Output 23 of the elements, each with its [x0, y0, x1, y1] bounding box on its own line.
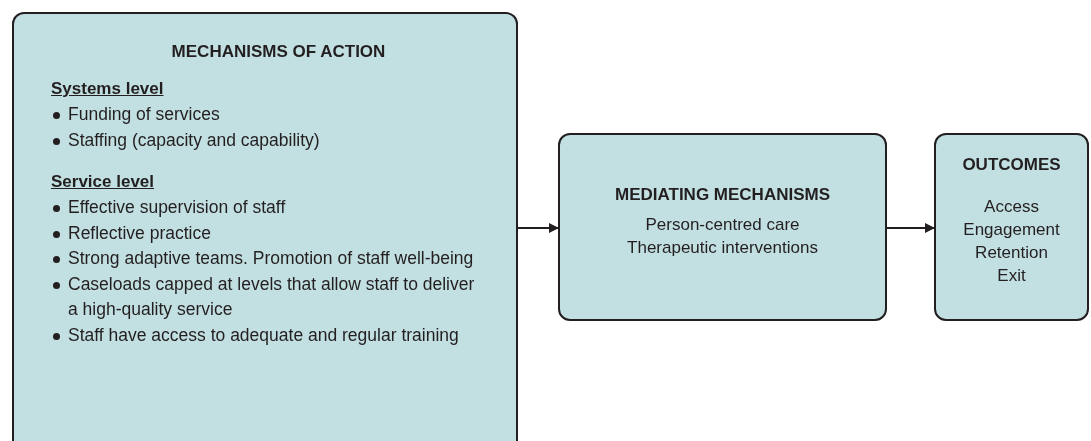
process-box: [12, 12, 518, 441]
box-heading: MECHANISMS OF ACTION: [170, 42, 387, 62]
arrow: [517, 223, 559, 233]
bullet-item: Strong adaptive teams. Promotion of staff well-being: [51, 246, 506, 272]
item-text: Therapeutic interventions: [627, 237, 818, 259]
process-box: [558, 133, 887, 321]
item-text: Engagement: [963, 219, 1060, 241]
item-text: Person-centred care: [645, 214, 800, 236]
bullet-item: Funding of services: [51, 102, 506, 128]
item-text: Retention: [975, 242, 1048, 264]
box-heading: OUTCOMES: [962, 155, 1061, 175]
bullet-item: Staffing (capacity and capability): [51, 127, 506, 153]
box-heading: MEDIATING MECHANISMS: [615, 185, 830, 205]
process-box: [934, 133, 1089, 321]
item-text: Exit: [997, 265, 1026, 287]
item-text: Access: [984, 196, 1039, 218]
arrow: [886, 223, 935, 233]
bullet-item: Effective supervision of staff: [51, 195, 506, 221]
section-heading: Service level: [51, 171, 156, 193]
bullet-item: Caseloads capped at levels that allow staff to deliver a high-quality service: [51, 271, 506, 323]
bullet-item: Reflective practice: [51, 220, 506, 246]
bullet-item: Staff have access to adequate and regular training: [51, 322, 506, 348]
section-heading: Systems level: [51, 78, 165, 100]
